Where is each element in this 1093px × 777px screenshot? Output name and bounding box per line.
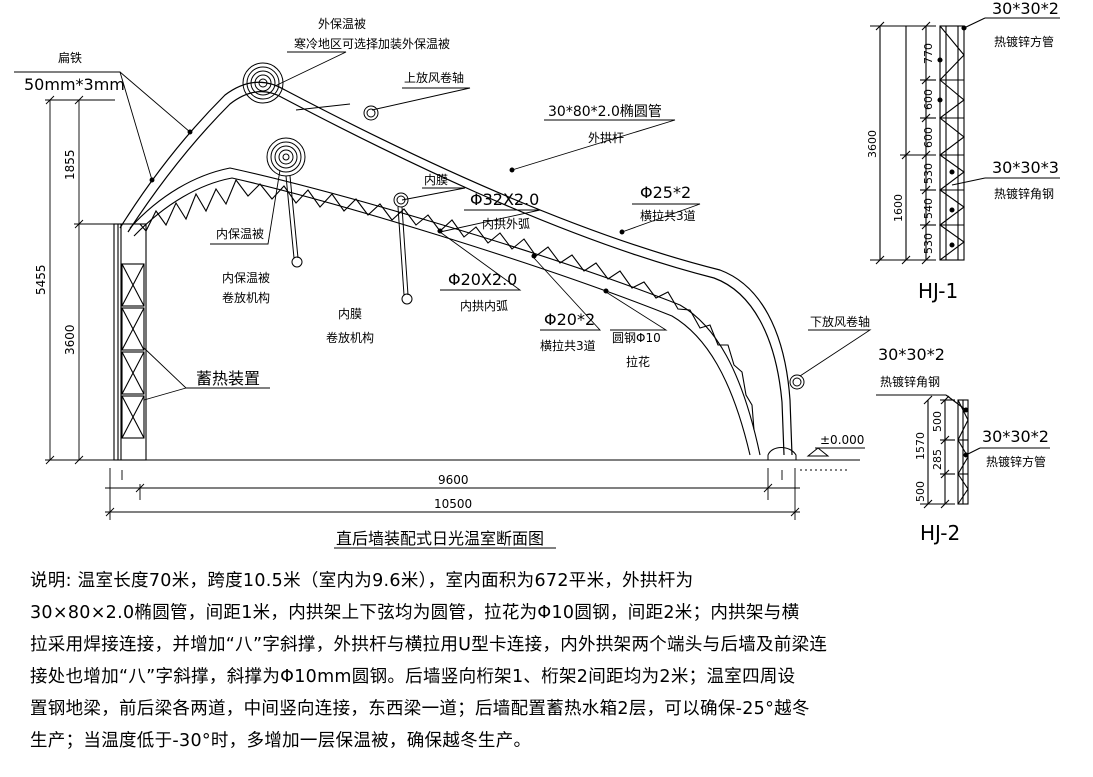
label-inner-film: 内膜 (424, 173, 448, 187)
hj2-left-spec: 30*30*2 (878, 345, 945, 364)
hj2-truss (876, 394, 1050, 509)
note-line: 生产；当温度低于-30°时，多增加一层保温被，确保越冬生产。 (30, 731, 532, 751)
label-phi20-2: Φ20*2 (544, 310, 595, 329)
hj1-dim-0: 770 (922, 43, 935, 64)
hj1-name: HJ-1 (918, 279, 958, 303)
note-line: 拉采用焊接连接，并增加“八”字斜撑，外拱杆与横拉用U型卡连接，内外拱架两个端头与… (30, 635, 828, 655)
hj1-total: 3600 (866, 130, 879, 158)
dimension-lines (45, 95, 800, 520)
back-wall (110, 223, 152, 461)
hj1-dim-1: 600 (922, 89, 935, 110)
label-outer-blanket: 外保温被 (318, 17, 366, 31)
label-outer-blanket-note: 寒冷地区可选择加装外保温被 (294, 36, 450, 51)
label-inner-blanket-mech-2: 卷放机构 (222, 290, 270, 305)
bottom-vent-roll (789, 374, 805, 390)
hj2-right-desc: 热镀锌方管 (986, 454, 1046, 469)
label-inner-outer-arc: 内拱外弧 (482, 217, 530, 231)
dim-total-height: 5455 (34, 264, 48, 295)
hj1-dim-3: 530 (922, 163, 935, 184)
label-tie-bars-inner: 横拉共3道 (540, 338, 596, 353)
hj1-sub-total: 1600 (892, 194, 905, 222)
label-outer-arch: 外拱杆 (588, 131, 624, 145)
note-line: 说明: 温室长度70米，跨度10.5米（室内为9.6米），室内面积为672平米，… (30, 571, 694, 591)
dim-span-inner: 9600 (438, 473, 469, 487)
note-line: 30×80×2.0椭圆管，间距1米，内拱架上下弦均为圆管，拉花为Φ10圆钢，间距… (30, 603, 800, 623)
inner-blanket-roll (266, 137, 306, 268)
hj1-dim-4: 540 (922, 198, 935, 219)
description-notes: 说明: 温室长度70米，跨度10.5米（室内为9.6米），室内面积为672平米，… (30, 565, 1080, 757)
leader-lines (14, 51, 872, 401)
hj2-dim-1: 285 (931, 449, 944, 470)
drawing-labels: 扁铁 50mm*3mm 外保温被 寒冷地区可选择加装外保温被 上放风卷轴 30*… (24, 0, 1059, 548)
inner-film-roll (393, 192, 413, 305)
hj2-name: HJ-2 (920, 521, 960, 545)
hj1-dim-5: 530 (922, 233, 935, 254)
hj1-truss (870, 17, 1060, 265)
hj1-top-desc: 热镀锌方管 (994, 34, 1054, 49)
hj2-right-spec: 30*30*2 (982, 427, 1049, 446)
label-round-steel: 圆钢Φ10 (612, 331, 661, 345)
label-inner-blanket: 内保温被 (216, 227, 264, 241)
dim-lower-height: 3600 (63, 324, 77, 355)
hj2-left-desc: 热镀锌角钢 (880, 375, 940, 389)
hj1-mid-spec: 30*30*3 (992, 158, 1059, 177)
label-lattice: 拉花 (626, 354, 650, 369)
outer-blanket-roll (242, 62, 284, 104)
top-vent-roll (295, 103, 379, 121)
label-top-vent-roller: 上放风卷轴 (404, 70, 464, 85)
hj2-total: 1570 (914, 432, 927, 460)
ground (110, 447, 865, 471)
label-outer-pipe-spec: 30*80*2.0椭圆管 (548, 104, 662, 120)
note-line: 接处也增加“八”字斜撑，斜撑为Φ10mm圆钢。后墙竖向桁架1、桁架2间距均为2米… (30, 667, 796, 687)
drawing-title: 直后墙装配式日光温室断面图 (336, 529, 544, 548)
label-flat-iron: 扁铁 (58, 51, 82, 65)
hj1-top-spec: 30*30*2 (992, 0, 1059, 18)
label-elevation: ±0.000 (820, 433, 864, 447)
hj1-dim-2: 600 (922, 127, 935, 148)
label-phi20-20: Φ20X2.0 (448, 270, 517, 289)
label-inner-blanket-mech-1: 内保温被 (222, 271, 270, 285)
label-inner-inner-arc: 内拱内弧 (460, 299, 508, 313)
label-phi32: Φ32X2.0 (470, 190, 539, 209)
hj2-dim-2: 500 (914, 481, 927, 502)
label-tie-bars-outer: 横拉共3道 (640, 208, 696, 223)
label-flat-iron-size: 50mm*3mm (24, 75, 125, 94)
label-inner-film-mech-2: 卷放机构 (326, 330, 374, 345)
dim-span-total: 10500 (434, 497, 472, 511)
hj2-dim-0: 500 (931, 411, 944, 432)
dim-upper-height: 1855 (63, 149, 77, 180)
label-bottom-vent-roller: 下放风卷轴 (810, 314, 870, 329)
outer-arch (119, 81, 793, 456)
label-heat-storage: 蓄热装置 (196, 369, 260, 388)
hj1-mid-desc: 热镀锌角钢 (994, 187, 1054, 201)
note-line: 置钢地梁，前后梁各两道，中间竖向连接，东西梁一道；后墙配置蓄热水箱2层，可以确保… (30, 699, 810, 719)
label-inner-film-mech-1: 内膜 (338, 307, 362, 321)
label-phi25: Φ25*2 (640, 183, 691, 202)
